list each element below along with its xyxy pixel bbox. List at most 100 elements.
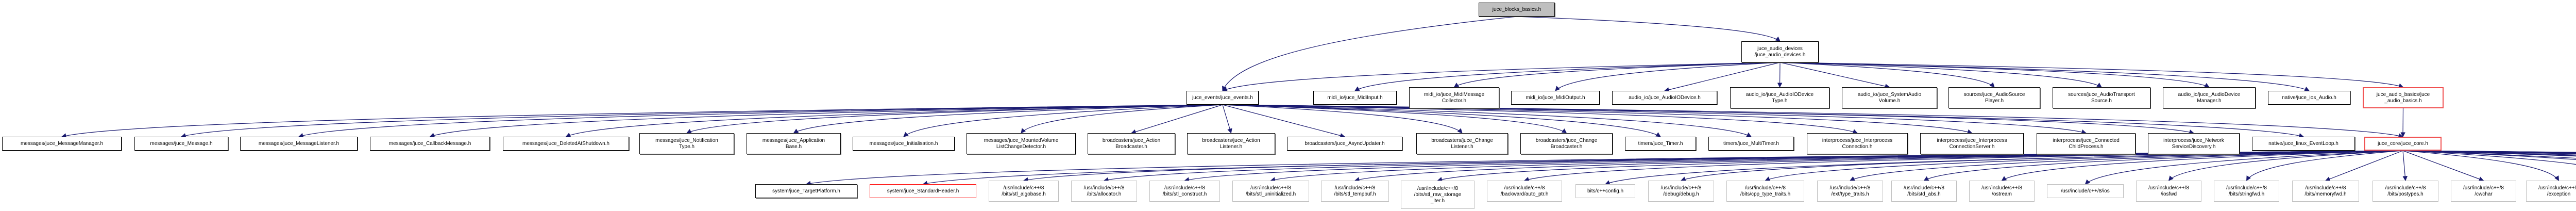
node-audiodevicemanager[interactable]: audio_io/juce_AudioDevice Manager.h [2163,87,2256,108]
node-allocator[interactable]: /usr/include/c++/8 /bits/allocator.h [1071,181,1137,202]
node-actionbroadcaster[interactable]: broadcasters/juce_Action Broadcaster.h [1088,133,1175,154]
edge-events-to-msgmanager [61,104,1223,138]
edge-events-to-actionlistener [1222,104,1232,134]
node-debug[interactable]: /usr/include/c++/8 /debug/debug.h [1648,181,1714,202]
edge-events-to-msglistener [298,104,1223,138]
edge-events-to-deletedatshutdown [565,104,1223,137]
edge-core-to-memoryfwd [2325,150,2403,182]
node-changebroadcaster[interactable]: broadcasters/juce_Change Broadcaster.h [1520,133,1613,154]
edge-audio_devices-to-audio_basics [1780,62,2404,88]
edge-events-to-asyncupdater [1222,104,1345,138]
node-stl-raw-storage[interactable]: /usr/include/c++/8 /bits/stl_raw_storage… [1401,181,1475,209]
node-postypes[interactable]: /usr/include/c++/8 /bits/postypes.h [2372,181,2438,202]
node-stl-tempbuf[interactable]: /usr/include/c++/8 /bits/stl_tempbuf.h [1321,181,1389,202]
node-std-abs[interactable]: /usr/include/c++/8 /bits/std_abs.h [1891,181,1957,202]
node-callbackmsg[interactable]: messages/juce_CallbackMessage.h [370,137,490,151]
node-ipconnserver[interactable]: interprocess/juce_Interprocess Connectio… [1920,133,2024,154]
node-connchild[interactable]: interprocess/juce_Connected ChildProcess… [2037,133,2136,154]
node-message[interactable]: messages/juce_Message.h [134,137,228,151]
node-asyncupdater[interactable]: broadcasters/juce_AsyncUpdater.h [1287,137,1402,151]
edge-events-to-appbase [793,104,1223,134]
node-ostream[interactable]: /usr/include/c++/8 /ostream [1969,181,2035,202]
edge-core-to-ext_type_traits [1850,150,2403,181]
edge-audio_devices-to-midi_output [1555,62,1781,91]
edge-audio_devices-to-audioiodevicetype [1777,62,1783,88]
node-stl-uninitialized[interactable]: /usr/include/c++/8 /bits/stl_uninitializ… [1232,181,1309,202]
node-audiotransport[interactable]: sources/juce_AudioTransport Source.h [2053,87,2150,108]
edge-core-to-cpp_type_traits [1765,150,2403,182]
node-multitimer[interactable]: timers/juce_MultiTimer.h [1708,137,1794,151]
edge-root-to-events [1222,16,1517,91]
node-mountedvolume[interactable]: messages/juce_MountedVolume ListChangeDe… [967,133,1076,154]
edge-core-to-localefwd [2402,150,2576,160]
edge-core-to-postypes [2402,150,2408,181]
node-audiosourceplayer[interactable]: sources/juce_AudioSource Player.h [1948,87,2040,108]
node-cwchar[interactable]: /usr/include/c++/8 /cwchar [2451,181,2516,202]
edge-root-to-audio_devices [1516,16,1781,42]
edge-events-to-core [1222,104,2403,138]
node-midi-output[interactable]: midi_io/juce_MidiOutput.h [1511,91,1600,105]
edge-events-to-notificationtype [686,104,1223,134]
edge-audio_devices-to-events [1222,62,1781,91]
edge-audio_devices-to-midi_collector [1453,62,1781,88]
node-midi-collector[interactable]: midi_io/juce_MidiMessage Collector.h [1409,87,1499,108]
node-msgmanager[interactable]: messages/juce_MessageManager.h [2,137,122,151]
node-deletedatshutdown[interactable]: messages/juce_DeletedAtShutdown.h [503,137,629,151]
node-ios[interactable]: /usr/include/c++/8/ios [2047,184,2124,198]
node-auto-ptr[interactable]: /usr/include/c++/8 /backward/auto_ptr.h [1487,181,1562,202]
edge-core-to-cpplocale [2402,150,2576,159]
node-audio-devices[interactable]: juce_audio_devices /juce_audio_devices.h [1741,41,1819,62]
node-initialisation[interactable]: messages/juce_Initialisation.h [853,137,955,151]
edge-events-to-callbackmsg [429,104,1223,138]
node-audio-basics[interactable]: juce_audio_basics/juce _audio_basics.h [2363,87,2444,108]
node-stringfwd[interactable]: /usr/include/c++/8 /bits/stringfwd.h [2214,181,2279,202]
node-targetplatform[interactable]: system/juce_TargetPlatform.h [755,184,857,198]
edge-audio_devices-to-audiotransport [1780,62,2102,88]
edge-events-to-timer [1222,104,1661,137]
edge-core-to-features [2402,150,2576,155]
node-cppconfig[interactable]: bits/c++config.h [1575,184,1635,198]
node-iosfwd[interactable]: /usr/include/c++/8 /iosfwd [2136,181,2201,202]
edge-core-to-endian [2402,150,2576,154]
node-timer[interactable]: timers/juce_Timer.h [1625,137,1696,151]
node-ipconnection[interactable]: interprocess/juce_Interprocess Connectio… [1807,133,1908,154]
node-appbase[interactable]: messages/juce_Application Base.h [747,133,841,154]
node-changelistener[interactable]: broadcasters/juce_Change Listener.h [1416,133,1508,154]
node-ext-type-traits[interactable]: /usr/include/c++/8 /ext/type_traits.h [1817,181,1883,202]
edge-events-to-actionbroadcaster [1131,104,1223,135]
edge-core-to-ctype [2402,150,2576,156]
edge-core-to-char_traits [2402,150,2576,165]
edge-events-to-changelistener [1222,104,1463,134]
edge-events-to-initialisation [903,104,1223,137]
edge-core-to-cwchar [2402,150,2484,182]
node-exception[interactable]: /usr/include/c++/8 /exception [2526,181,2576,202]
node-events[interactable]: juce_events/juce_events.h [1187,91,1259,105]
node-stl-construct[interactable]: /usr/include/c++/8 /bits/stl_construct.h [1149,181,1220,202]
edge-core-to-ios [2084,150,2403,185]
node-audioiodevice[interactable]: audio_io/juce_AudioIODevice.h [1612,91,1717,105]
node-stl-algobase[interactable]: /usr/include/c++/8 /bits/stl_algobase.h [989,181,1059,202]
node-linuxeventloop[interactable]: native/juce_linux_EventLoop.h [2252,137,2355,151]
node-memoryfwd[interactable]: /usr/include/c++/8 /bits/memoryfwd.h [2292,181,2359,202]
node-audioiodevicetype[interactable]: audio_io/juce_AudioIODevice Type.h [1730,87,1829,108]
node-netservice[interactable]: interprocess/juce_Network ServiceDiscove… [2148,133,2240,154]
node-systemaudiovolume[interactable]: audio_io/juce_SystemAudio Volume.h [1842,87,1937,108]
node-standardheader[interactable]: system/juce_StandardHeader.h [870,184,976,198]
edge-audio_devices-to-midi_input [1354,62,1781,91]
node-cpp-type-traits[interactable]: /usr/include/c++/8 /bits/cpp_type_traits… [1726,181,1804,202]
node-notificationtype[interactable]: messages/juce_Notification Type.h [639,133,734,154]
edge-core-to-stringfwd [2246,150,2403,181]
node-ios-audio[interactable]: native/juce_ios_Audio.h [2268,91,2350,105]
node-core[interactable]: juce_core/juce_core.h [2364,137,2442,151]
node-msglistener[interactable]: messages/juce_MessageListener.h [240,137,358,151]
edge-events-to-ipconnection [1222,104,1858,134]
node-root[interactable]: juce_blocks_basics.h [1479,3,1555,17]
node-midi-input[interactable]: midi_io/juce_MidiInput.h [1313,91,1397,105]
edge-events-to-mountedvolume [1021,104,1223,134]
edge-audio_devices-to-systemaudiovolume [1780,62,1890,89]
edge-events-to-linuxeventloop [1222,104,2304,138]
node-actionlistener[interactable]: broadcasters/juce_Action Listener.h [1187,133,1275,154]
edge-core-to-exception [2402,150,2560,181]
